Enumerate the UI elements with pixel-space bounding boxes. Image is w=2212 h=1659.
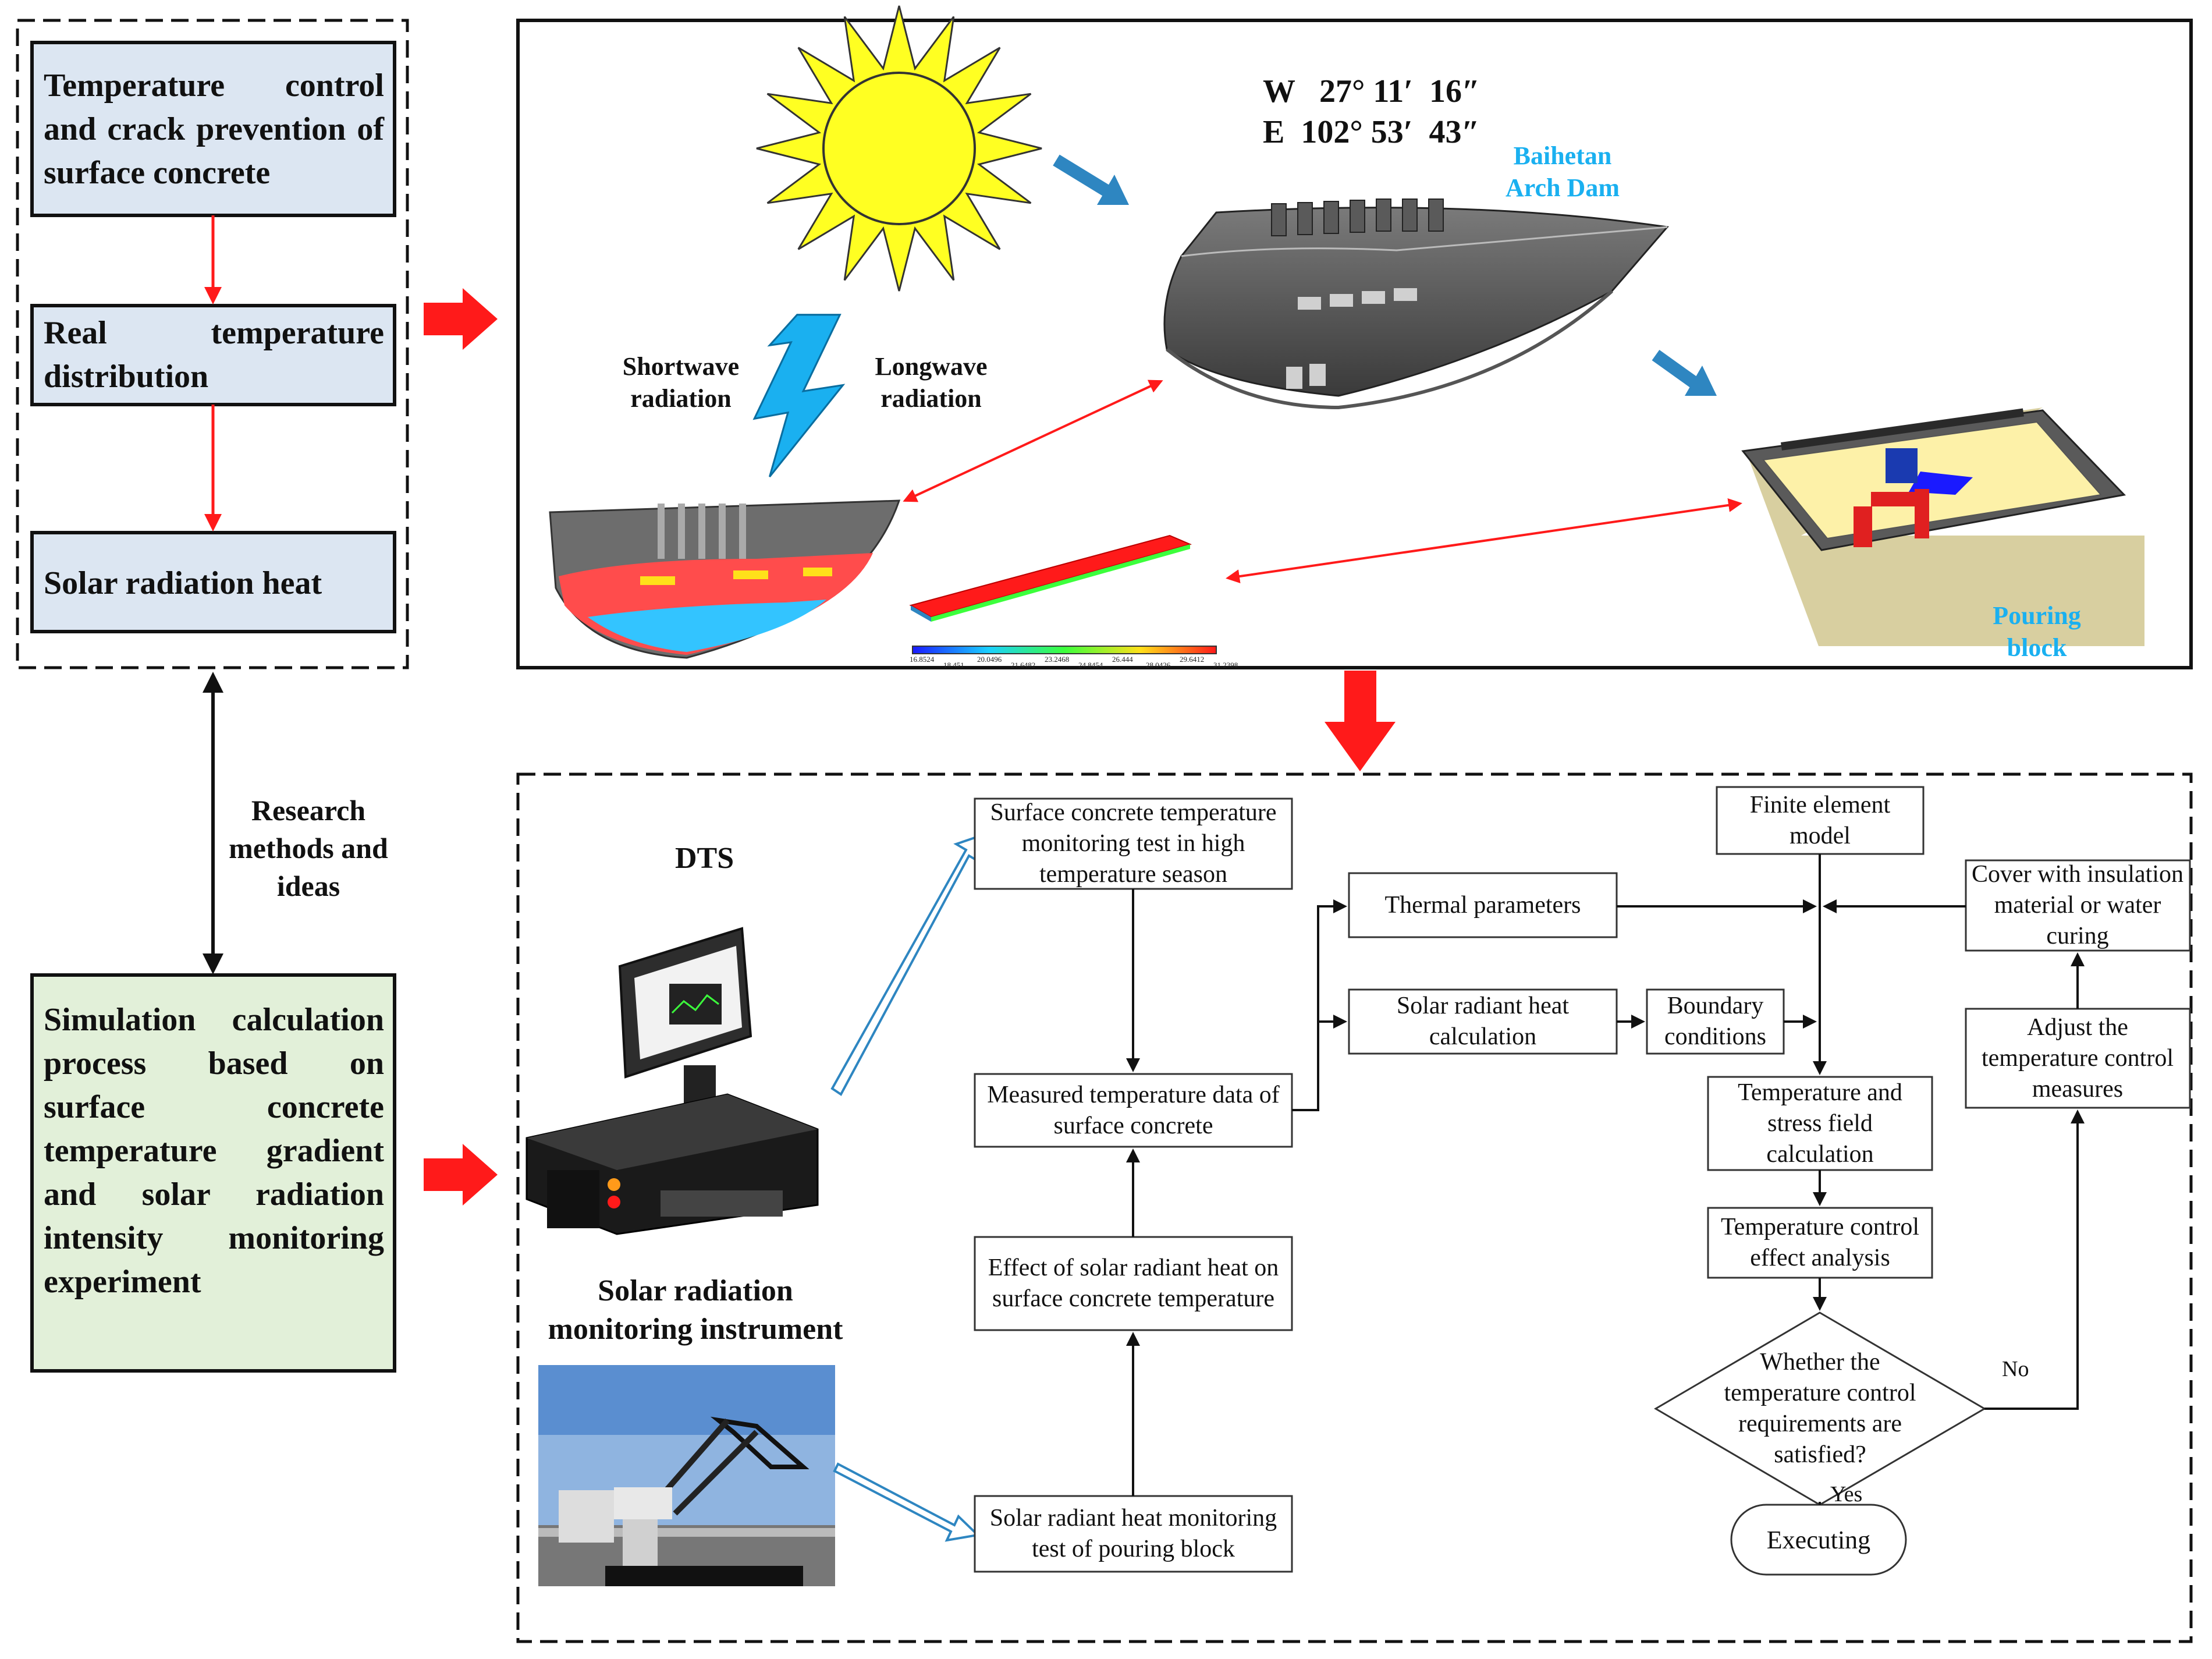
box-temperature-control — [30, 41, 396, 217]
blue-arrow-dam-block — [1652, 350, 1717, 396]
concrete-slab-model — [909, 534, 1192, 622]
arrow-no-adjust — [1984, 1109, 2085, 1410]
longwave-label: Longwave radiation — [875, 352, 988, 413]
scale-tick-label: 28.0426 — [1146, 661, 1171, 669]
scale-tick-label: 31.2398 — [1213, 661, 1238, 669]
scale-tick-label: 16.8524 — [910, 655, 935, 664]
blue-arrow-sun-dam — [1053, 154, 1129, 205]
solar-instrument-photo — [538, 1365, 835, 1586]
lightning-bolt-icon — [752, 314, 846, 477]
box-adjust — [1965, 1008, 2191, 1109]
flow-stress-text: Temperature and stress field calculation — [1738, 1079, 1902, 1168]
scale-tick-labels: 16.8524 18.451 20.0496 21.6482 23.2468 24.845… — [910, 655, 1253, 669]
scale-tick-label: 20.0496 — [977, 655, 1002, 664]
flow-thermal-text: Thermal parameters — [1384, 891, 1581, 919]
shortwave-label: Shortwave radiation — [622, 352, 740, 413]
flow-cover-text: Cover with insulation material or water … — [1972, 861, 2183, 949]
scale-tick-label: 24.8454 — [1078, 661, 1103, 669]
flow-executing-text: Executing — [1766, 1525, 1871, 1554]
flow-measured-text: Measured temperature data of surface con… — [987, 1081, 1280, 1139]
pouring-block-label: Pouring block — [1993, 601, 2081, 662]
box-solar-radiation-heat — [30, 531, 396, 633]
box-fem — [1716, 786, 1925, 855]
red-arrow-down — [1325, 671, 1396, 771]
coord-e: E 102° 53′ 43″ — [1263, 114, 1480, 150]
scale-tick-label: 18.451 — [943, 661, 964, 669]
dts-label: DTS — [675, 842, 734, 875]
box-effect-analysis — [1707, 1207, 1933, 1279]
box2-text: Real temperature distribution — [44, 315, 384, 395]
box-stress-field — [1707, 1076, 1933, 1171]
box-thermal-parameters — [1348, 872, 1618, 938]
flow-adjust-text: Adjust the temperature control measures — [1981, 1013, 2174, 1103]
box3-text: Solar radiation heat — [44, 565, 322, 601]
double-arrow-dam-field — [903, 380, 1163, 502]
flow-solar-calc-text: Solar radiant heat calculation — [1396, 992, 1570, 1050]
red-arrow-to-top-panel — [424, 288, 498, 350]
flow-effect-text: Effect of solar radiant heat on surface … — [988, 1254, 1279, 1312]
box1-text: Temperature control and crack prevention… — [44, 68, 384, 191]
box-real-temperature — [30, 304, 396, 406]
flow-decision-text: Whether the temperature control requirem… — [1724, 1349, 1916, 1468]
flow-solar-test-text: Solar radiant heat monitoring test of po… — [989, 1505, 1277, 1562]
dam-temperature-field — [549, 499, 901, 659]
left-dashed-panel — [16, 19, 409, 669]
scale-tick-label: 29.6412 — [1180, 655, 1205, 664]
red-arrow-to-bottom-panel — [424, 1144, 498, 1206]
top-image-panel — [516, 19, 2193, 669]
box-effect-solar — [974, 1236, 1293, 1331]
flow-yes-label: Yes — [1830, 1482, 1863, 1506]
research-label: Research methods and ideas — [229, 794, 388, 902]
flow-fem-text: Finite element model — [1749, 791, 1891, 849]
box4-text: Simulation calculation process based on … — [44, 1002, 384, 1300]
solar-instrument-label: Solar radiation monitoring instrument — [548, 1274, 843, 1346]
sun-icon — [756, 5, 1042, 292]
pouring-block-model — [1741, 407, 2144, 646]
color-scale-bar — [912, 646, 1217, 654]
flow-no-label: No — [2002, 1357, 2029, 1381]
box-simulation — [30, 973, 396, 1373]
dts-instrument-image — [526, 927, 819, 1235]
flow-effect-analysis-text: Temperature control effect analysis — [1720, 1214, 1920, 1271]
flow-boundary-text: Boundary conditions — [1664, 992, 1766, 1050]
coord-w: W 27° 11′ 16″ — [1263, 73, 1480, 109]
dam-label: Baihetan Arch Dam — [1506, 141, 1620, 202]
scale-tick-label: 21.6482 — [1011, 661, 1036, 669]
box-surface-test — [974, 797, 1293, 890]
double-arrow-block-slab — [1226, 498, 1742, 583]
hollow-arrow-solar — [833, 1462, 981, 1542]
scale-tick-label: 26.444 — [1112, 655, 1133, 664]
arrow-measured-thermal — [1292, 899, 1347, 1111]
box-boundary — [1646, 988, 1785, 1055]
arch-dam-model — [1163, 198, 1669, 410]
flow-surface-test-text: Surface concrete temperature monitoring … — [990, 799, 1277, 888]
bottom-flow-panel — [516, 772, 2193, 1643]
scale-tick-label: 23.2468 — [1045, 655, 1070, 664]
